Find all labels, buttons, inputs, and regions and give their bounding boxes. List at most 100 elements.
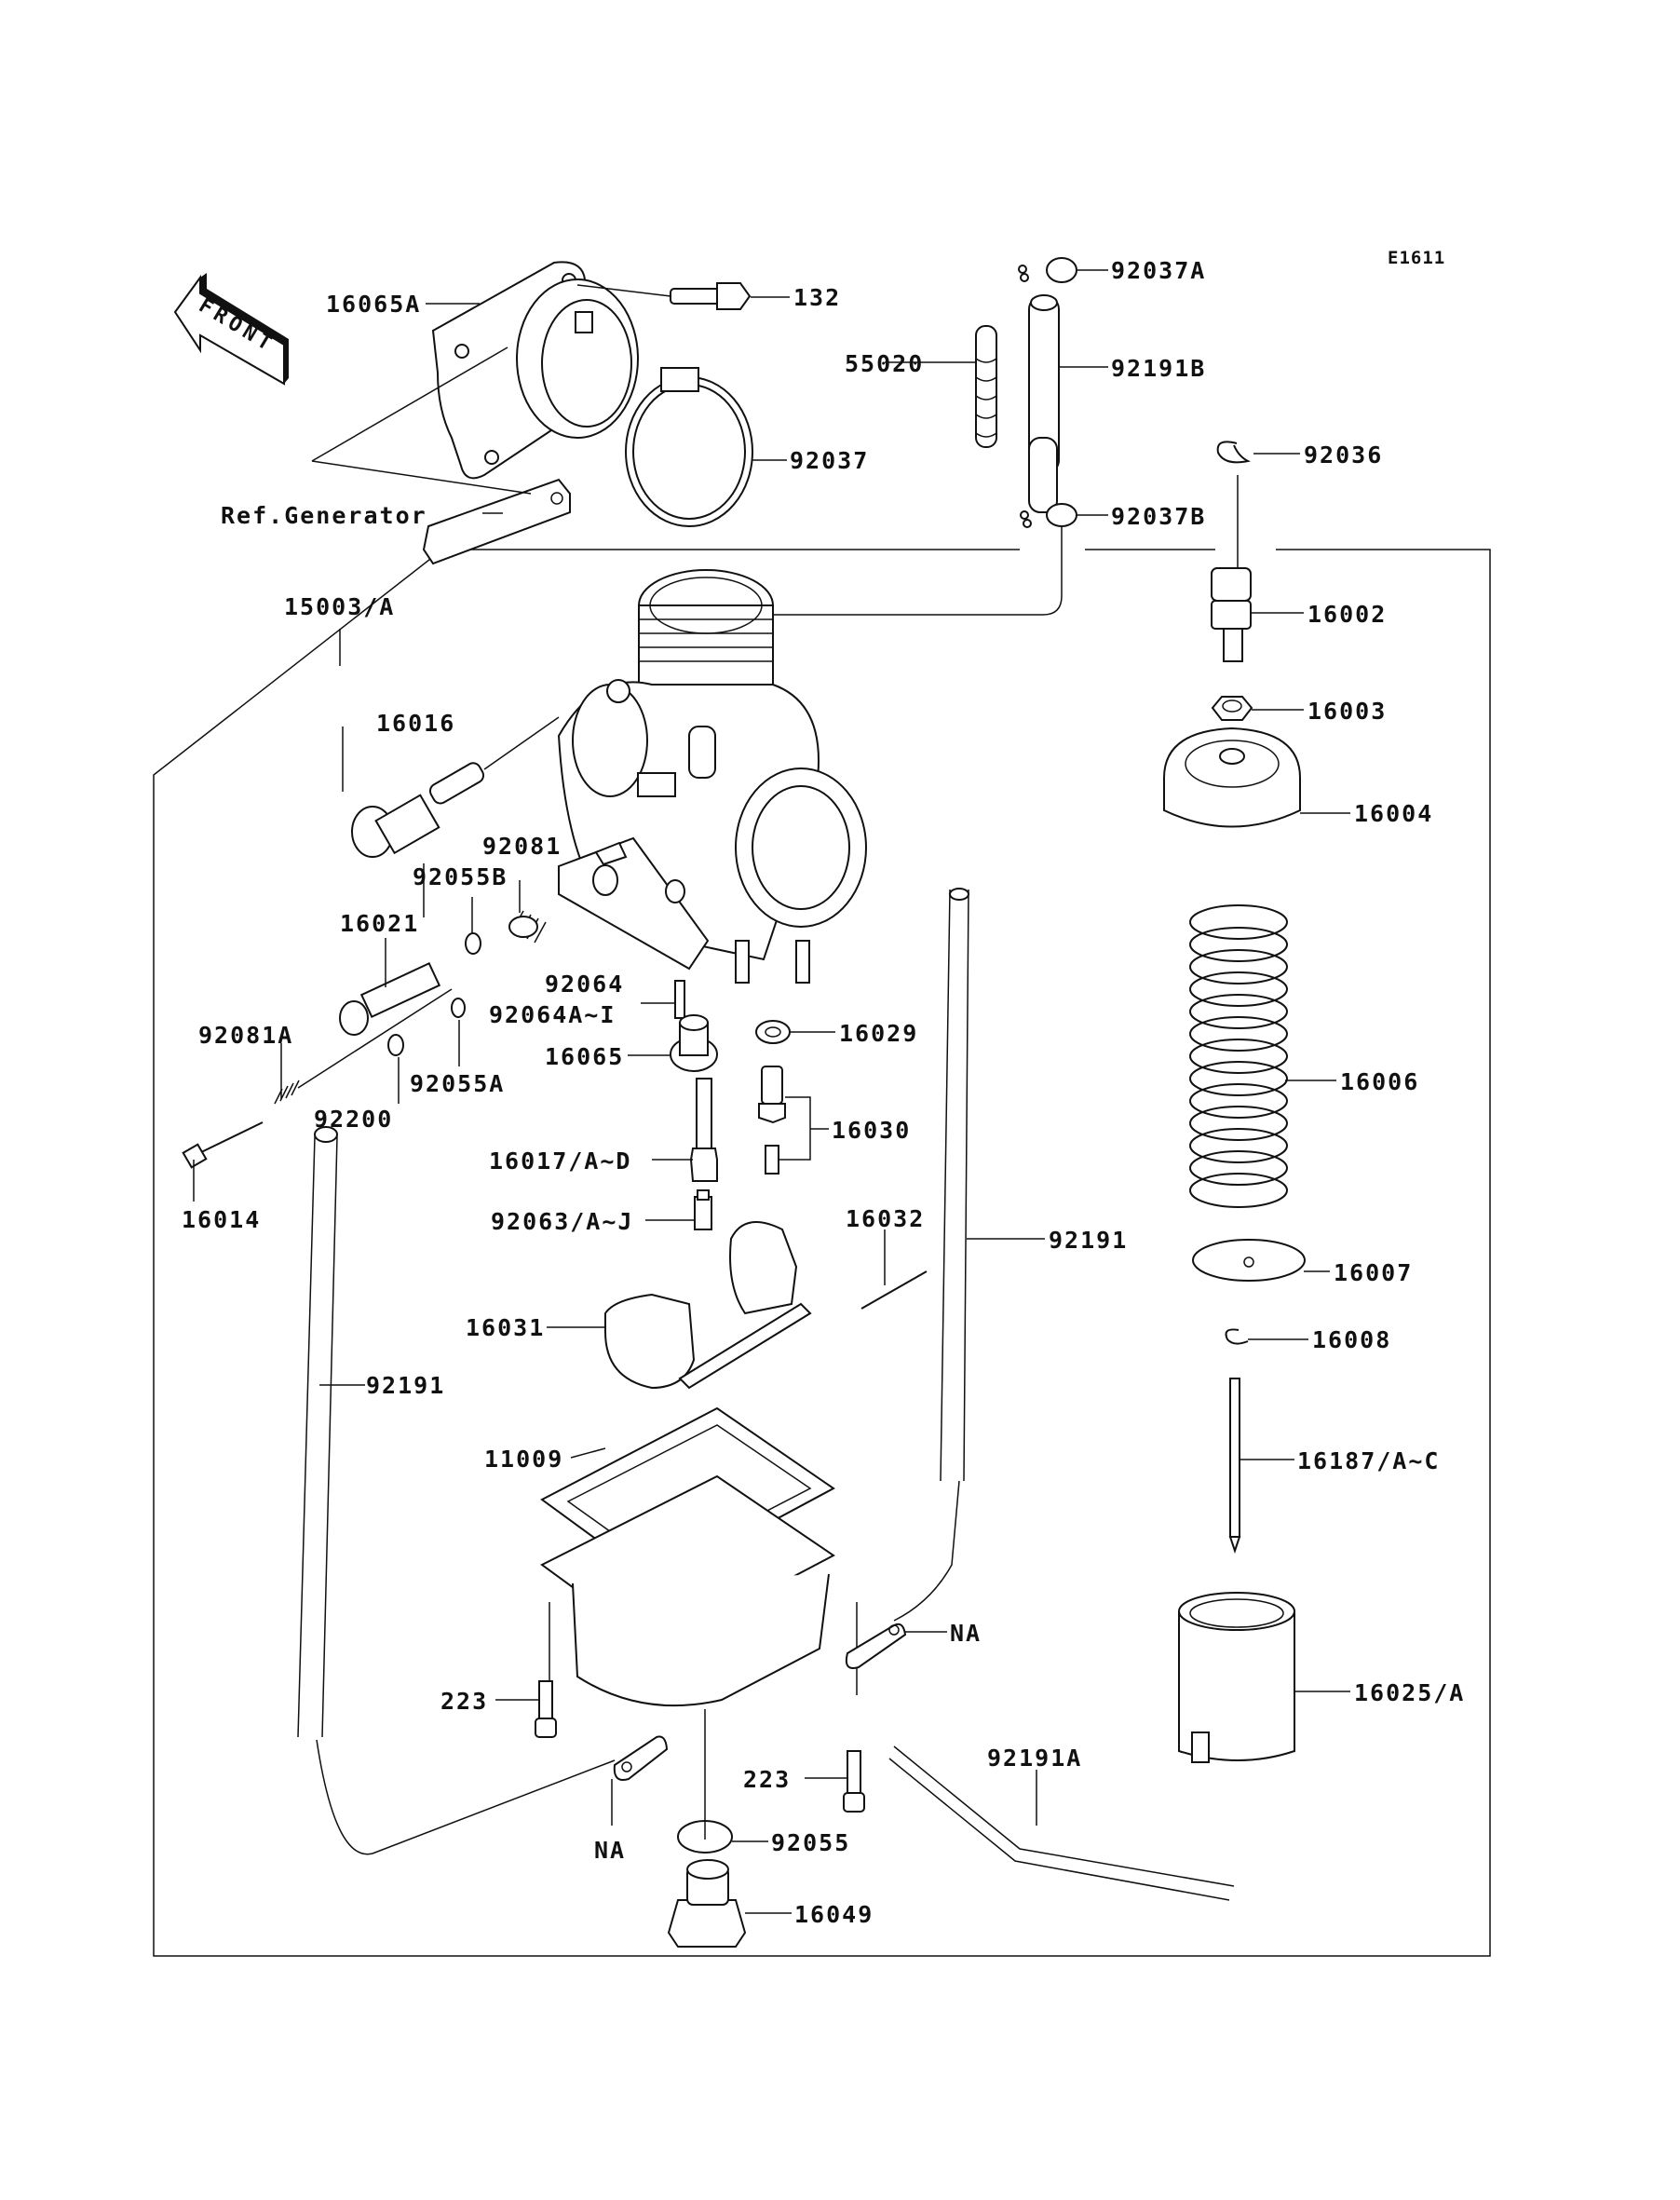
- bracket-NA-left: [613, 1735, 669, 1781]
- callout-92191-left[interactable]: 92191: [366, 1372, 445, 1399]
- spring-coil: [1189, 904, 1288, 940]
- spring-coil: [1189, 1083, 1288, 1119]
- washer-16029: [755, 1020, 791, 1044]
- callout-92037A[interactable]: 92037A: [1111, 257, 1206, 284]
- screw-223-right: [843, 1750, 865, 1813]
- callout-16021[interactable]: 16021: [340, 910, 419, 937]
- screw-223-left: [535, 1680, 557, 1738]
- nut-16003: [1211, 696, 1253, 721]
- callout-92081[interactable]: 92081: [482, 833, 562, 860]
- callout-16004[interactable]: 16004: [1354, 800, 1433, 827]
- callout-92063AJ[interactable]: 92063/A~J: [491, 1208, 633, 1235]
- callout-16031[interactable]: 16031: [466, 1314, 545, 1341]
- float-pin-16032: [860, 1270, 928, 1310]
- callout-16030[interactable]: 16030: [832, 1117, 911, 1144]
- callout-16007[interactable]: 16007: [1334, 1259, 1413, 1286]
- screw-16021: [339, 961, 441, 1036]
- callout-16049[interactable]: 16049: [794, 1901, 874, 1928]
- spring-coil: [1189, 971, 1288, 1007]
- screw-16014: [182, 988, 453, 1169]
- main-jet-92063: [694, 1189, 712, 1230]
- intake-joint-part: [431, 261, 639, 480]
- leader-lines: [193, 269, 1350, 1914]
- holder-16065: [670, 1014, 718, 1072]
- spring-92081A: [274, 1080, 300, 1105]
- oring-92055: [677, 1709, 733, 1854]
- starter-plunger-16016: [351, 716, 560, 858]
- callout-55020[interactable]: 55020: [845, 350, 924, 377]
- callout-16032[interactable]: 16032: [846, 1205, 925, 1232]
- hose-92191-left: [297, 1126, 616, 1855]
- callout-16025A[interactable]: 16025/A: [1354, 1679, 1465, 1706]
- spring-coil: [1189, 1150, 1288, 1186]
- clip-92036: [1216, 441, 1252, 568]
- plate-16007: [1192, 1239, 1306, 1282]
- callout-92191-right[interactable]: 92191: [1049, 1227, 1128, 1254]
- callout-16003[interactable]: 16003: [1307, 698, 1387, 725]
- callout-16014[interactable]: 16014: [182, 1206, 261, 1233]
- callout-92055B[interactable]: 92055B: [413, 863, 508, 890]
- reference-label: Ref.Generator: [221, 502, 427, 529]
- hose-92191A: [888, 1745, 1235, 1901]
- callout-16002[interactable]: 16002: [1307, 601, 1387, 628]
- float-bowl: [540, 1474, 858, 1707]
- tube-92191B: [1028, 294, 1060, 513]
- generator-strap: [311, 346, 571, 565]
- callout-16065A[interactable]: 16065A: [326, 291, 421, 318]
- spring-coil: [1189, 1039, 1288, 1074]
- callout-16008[interactable]: 16008: [1312, 1326, 1391, 1353]
- spiral-tube-55020: [975, 325, 997, 448]
- callout-92037B[interactable]: 92037B: [1111, 503, 1206, 530]
- part-labels[interactable]: 16065A 132 92037 92037A 55020 92191B 920…: [182, 257, 1465, 1928]
- needle-16187: [1228, 1378, 1241, 1555]
- callout-223-left[interactable]: 223: [440, 1688, 488, 1715]
- callout-92055[interactable]: 92055: [771, 1829, 850, 1856]
- bracket-NA-right: [845, 1623, 907, 1669]
- callout-92200[interactable]: 92200: [314, 1106, 393, 1133]
- spring-16006: [1189, 904, 1288, 1208]
- callout-92064AI[interactable]: 92064A~I: [489, 1001, 616, 1028]
- front-arrow-icon: FRONT: [173, 273, 289, 386]
- callout-92191A[interactable]: 92191A: [987, 1745, 1082, 1772]
- callout-15003A[interactable]: 15003/A: [284, 593, 395, 620]
- clamp-part: [625, 367, 753, 527]
- callout-92055A[interactable]: 92055A: [410, 1070, 505, 1097]
- washer-92055B: [465, 932, 481, 955]
- float-16031: [604, 1221, 812, 1390]
- diagram-code: E1611: [1388, 248, 1445, 268]
- spring-coil: [1189, 1061, 1288, 1096]
- oring-92055A: [451, 998, 466, 1018]
- adjuster-16002: [1211, 567, 1252, 662]
- slide-16025: [1178, 1592, 1295, 1763]
- callout-16016[interactable]: 16016: [376, 710, 455, 737]
- spring-coil: [1189, 1173, 1288, 1208]
- carburetor-body: [557, 569, 867, 984]
- spring-coil: [1189, 1128, 1288, 1163]
- callout-11009[interactable]: 11009: [484, 1446, 563, 1473]
- clip-92037A: [1018, 257, 1077, 283]
- callout-16065[interactable]: 16065: [545, 1043, 624, 1070]
- cap-16004: [1163, 727, 1301, 828]
- clip-16008: [1225, 1328, 1249, 1345]
- callout-92037[interactable]: 92037: [790, 447, 869, 474]
- callout-NA-left[interactable]: NA: [594, 1837, 626, 1864]
- spring-coil: [1189, 1106, 1288, 1141]
- callout-16029[interactable]: 16029: [839, 1020, 918, 1047]
- callout-132[interactable]: 132: [793, 284, 841, 311]
- spring-92081: [508, 910, 547, 944]
- washer-92200: [387, 1034, 404, 1056]
- callout-92191B[interactable]: 92191B: [1111, 355, 1206, 382]
- jet-92064: [674, 980, 685, 1019]
- callout-92064[interactable]: 92064: [545, 971, 624, 998]
- bolt-part: [670, 282, 752, 310]
- callout-223-right[interactable]: 223: [743, 1766, 791, 1793]
- callout-92036[interactable]: 92036: [1304, 441, 1383, 469]
- callout-16006[interactable]: 16006: [1340, 1068, 1419, 1095]
- callout-92081A[interactable]: 92081A: [198, 1022, 293, 1049]
- callout-16017AD[interactable]: 16017/A~D: [489, 1148, 631, 1175]
- callout-NA-right[interactable]: NA: [950, 1620, 982, 1647]
- hose-92191-right: [893, 888, 969, 1622]
- callout-16187AC[interactable]: 16187/A~C: [1297, 1447, 1440, 1474]
- spring-coil: [1189, 927, 1288, 962]
